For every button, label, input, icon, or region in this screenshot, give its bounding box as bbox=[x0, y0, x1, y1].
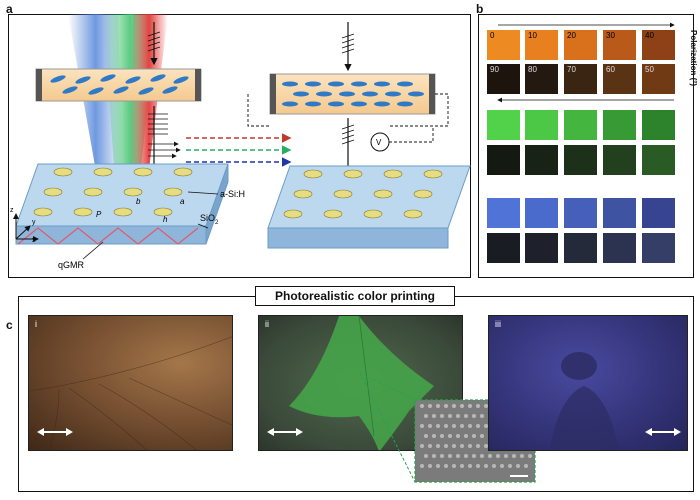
color-swatch: 80 bbox=[525, 64, 558, 94]
b-dimension-label: b bbox=[136, 197, 141, 206]
axis-y-label: y bbox=[32, 219, 36, 226]
axis-x-label: x bbox=[32, 237, 36, 244]
color-swatch: 0 bbox=[487, 30, 520, 60]
color-swatch bbox=[603, 198, 636, 228]
substrate-label: SiO2 bbox=[200, 213, 219, 226]
double-arrow-icon bbox=[267, 428, 303, 436]
double-arrow-icon bbox=[37, 428, 73, 436]
color-swatch: 40 bbox=[642, 30, 675, 60]
polarization-value: 90 bbox=[490, 65, 499, 74]
color-swatch bbox=[525, 110, 558, 140]
color-swatch bbox=[603, 233, 636, 263]
color-swatch bbox=[642, 145, 675, 175]
axis-z-label: z bbox=[10, 207, 14, 214]
color-swatch: 70 bbox=[564, 64, 597, 94]
color-swatch bbox=[487, 233, 520, 263]
color-swatch: 90 bbox=[487, 64, 520, 94]
panel-a-letter: a bbox=[6, 2, 13, 16]
period-label: P bbox=[96, 210, 102, 219]
color-swatch bbox=[487, 145, 520, 175]
photo-i-label: i bbox=[35, 319, 37, 329]
right-metasurface bbox=[267, 165, 471, 249]
polarization-value: 80 bbox=[528, 65, 537, 74]
polarization-axis-label: Polarization (°) bbox=[689, 30, 698, 87]
color-swatch bbox=[525, 198, 558, 228]
material-label: a-Si:H bbox=[220, 189, 245, 199]
polarization-value: 60 bbox=[606, 65, 615, 74]
polarization-value: 40 bbox=[645, 31, 654, 40]
panel-b-arrows bbox=[497, 22, 675, 103]
color-swatch: 50 bbox=[642, 64, 675, 94]
panel-b-frame bbox=[478, 14, 694, 278]
polarization-value: 50 bbox=[645, 65, 654, 74]
color-swatch bbox=[564, 145, 597, 175]
color-swatch: 10 bbox=[525, 30, 558, 60]
color-swatch: 60 bbox=[603, 64, 636, 94]
polarization-value: 0 bbox=[490, 31, 495, 40]
color-swatch bbox=[525, 145, 558, 175]
panel-a-diagram: z x y P h b a a-Si:H SiO2 qGMR bbox=[10, 14, 471, 270]
height-label: h bbox=[163, 215, 168, 224]
double-arrow-icon bbox=[645, 428, 681, 436]
polarization-value: 20 bbox=[567, 31, 576, 40]
polarization-value: 30 bbox=[606, 31, 615, 40]
photo-ii-label: ii bbox=[265, 319, 269, 329]
polarization-value: 10 bbox=[528, 31, 537, 40]
color-swatch bbox=[564, 110, 597, 140]
a-dimension-label: a bbox=[180, 197, 185, 206]
color-swatch bbox=[642, 198, 675, 228]
red-beam bbox=[130, 14, 168, 194]
axis-icon bbox=[13, 213, 39, 242]
left-metasurface bbox=[15, 163, 229, 245]
color-swatch: 20 bbox=[564, 30, 597, 60]
voltage-label: V bbox=[376, 138, 382, 147]
panel-c-title: Photorealistic color printing bbox=[255, 286, 455, 306]
color-swatch: 30 bbox=[603, 30, 636, 60]
polarization-value: 70 bbox=[567, 65, 576, 74]
color-swatch bbox=[487, 198, 520, 228]
photo-iii: iii bbox=[488, 315, 688, 451]
color-swatch bbox=[642, 110, 675, 140]
panel-a-frame bbox=[8, 14, 471, 278]
color-swatch bbox=[564, 198, 597, 228]
color-swatch bbox=[603, 110, 636, 140]
panel-b-letter: b bbox=[476, 2, 484, 16]
color-swatch bbox=[603, 145, 636, 175]
right-lc-cell bbox=[269, 73, 436, 115]
left-lc-cell bbox=[35, 68, 202, 102]
grating-label: qGMR bbox=[58, 260, 85, 270]
photo-i: i bbox=[28, 315, 233, 451]
panel-c-letter: c bbox=[6, 318, 13, 332]
color-swatch bbox=[642, 233, 675, 263]
color-swatch bbox=[525, 233, 558, 263]
color-swatch bbox=[564, 233, 597, 263]
photo-iii-label: iii bbox=[495, 319, 501, 329]
color-swatch bbox=[487, 110, 520, 140]
